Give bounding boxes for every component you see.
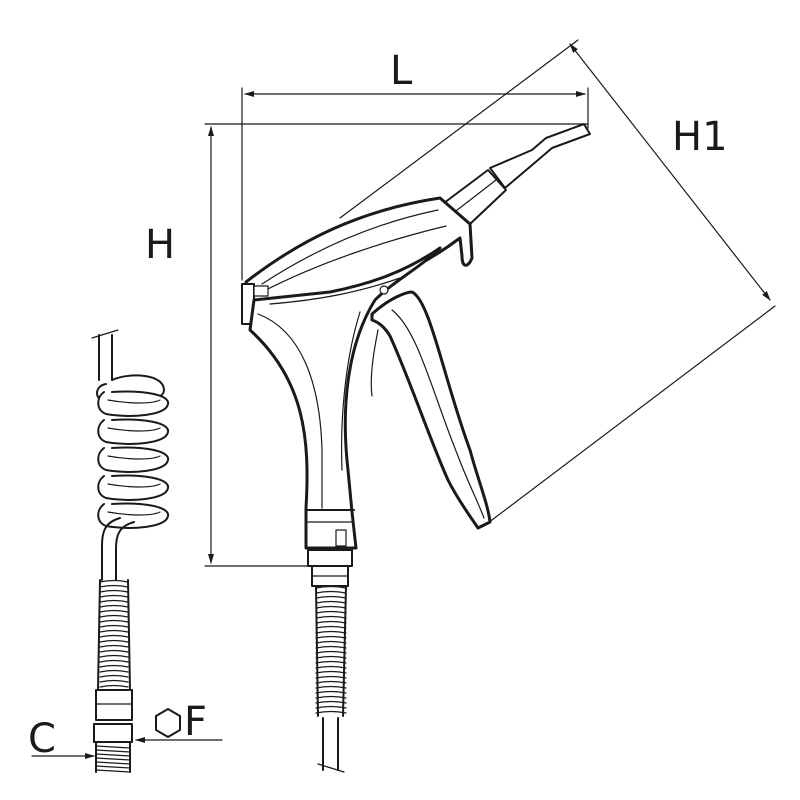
- spring-turn: [99, 589, 129, 593]
- spring-turn: [315, 605, 347, 609]
- coil-inner: [107, 511, 161, 516]
- dimension-c-label: C: [28, 716, 56, 762]
- coil-inner: [107, 427, 161, 432]
- spring-turn: [315, 695, 347, 699]
- coil-inner: [107, 483, 161, 488]
- spring-turn: [99, 664, 129, 668]
- spring-turn: [315, 635, 347, 639]
- spring-turn: [315, 610, 347, 614]
- coil-inner: [107, 455, 161, 460]
- blow-gun-body: [241, 123, 591, 550]
- coil-turn: [97, 502, 169, 529]
- thread-line: [95, 769, 131, 773]
- spring-turn: [315, 630, 347, 634]
- spring-turn: [99, 584, 129, 588]
- spring-turn: [315, 680, 347, 684]
- dimension-c: C: [28, 716, 95, 762]
- spring-turn: [99, 599, 129, 603]
- spring-turn: [315, 640, 347, 644]
- thread-line: [95, 765, 131, 769]
- spring-turn: [315, 600, 347, 604]
- thread-line: [95, 757, 131, 761]
- spring-turn: [99, 594, 129, 598]
- hose-spring-main: [315, 585, 347, 717]
- dimension-f-label: F: [184, 699, 207, 745]
- spring-turn: [315, 690, 347, 694]
- spring-turn: [315, 615, 347, 619]
- spring-turn: [315, 675, 347, 679]
- spring-turn: [315, 685, 347, 689]
- trigger-lever: [370, 290, 492, 530]
- coil-turn: [97, 390, 169, 417]
- spring-turn: [99, 659, 129, 663]
- coil-turn: [97, 418, 169, 445]
- dimension-l: L: [241, 48, 589, 281]
- dimension-h1: H1: [339, 39, 776, 527]
- spiral-hose: [91, 329, 169, 581]
- spring-turn: [99, 674, 129, 678]
- dimension-f: F: [135, 699, 223, 745]
- spring-turn: [315, 700, 347, 704]
- spring-turn: [99, 629, 129, 633]
- spring-turn: [99, 624, 129, 628]
- inlet-fitting: [307, 549, 353, 587]
- thread-line: [95, 753, 131, 757]
- dimension-h-label: H: [145, 222, 175, 268]
- coil-inner: [107, 399, 161, 404]
- coil-turn: [97, 474, 169, 501]
- spring-turn: [99, 669, 129, 673]
- dimension-h: H: [145, 123, 589, 567]
- spring-turn: [99, 604, 129, 608]
- spring-turn: [315, 595, 347, 599]
- spring-turn: [315, 620, 347, 624]
- spring-turn: [99, 684, 129, 688]
- spring-turn: [315, 705, 347, 709]
- dimension-h1-label: H1: [672, 114, 728, 160]
- spring-turn: [315, 645, 347, 649]
- hose-tail-main: [317, 717, 345, 773]
- spring-turn: [315, 590, 347, 594]
- spring-turn: [315, 665, 347, 669]
- dimension-l-label: L: [390, 48, 413, 94]
- hose-spring-left: [97, 579, 131, 691]
- spring-turn: [99, 679, 129, 683]
- spring-turn: [99, 639, 129, 643]
- spring-turn: [99, 614, 129, 618]
- spring-turn: [99, 609, 129, 613]
- spring-turn: [99, 649, 129, 653]
- thread-line: [95, 749, 131, 753]
- connector-c: [93, 689, 133, 773]
- hex-icon: [155, 708, 181, 738]
- spring-turn: [99, 654, 129, 658]
- spring-turn: [315, 585, 347, 589]
- spring-turn: [99, 619, 129, 623]
- spring-turn: [99, 579, 129, 583]
- spring-turn: [315, 625, 347, 629]
- spring-turn: [315, 670, 347, 674]
- spring-turn: [315, 655, 347, 659]
- spring-turn: [99, 644, 129, 648]
- spring-turn: [99, 634, 129, 638]
- spring-turn: [315, 660, 347, 664]
- spring-turn: [315, 710, 347, 714]
- spring-turn: [315, 650, 347, 654]
- thread-line: [95, 745, 131, 749]
- coil-turn: [97, 446, 169, 473]
- thread-line: [95, 761, 131, 765]
